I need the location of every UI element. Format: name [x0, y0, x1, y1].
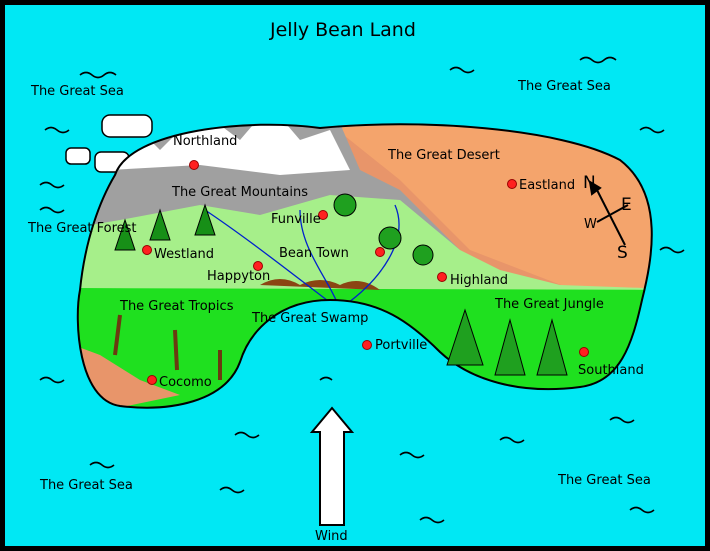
wind-arrow-icon [309, 406, 355, 526]
sea-label-se: The Great Sea [557, 473, 651, 488]
region-tropics: The Great Tropics [119, 299, 234, 314]
waves [39, 56, 685, 524]
trees [113, 193, 568, 380]
compass-w: W [584, 217, 597, 232]
town-markers [142, 160, 589, 385]
region-northland: Northland [173, 134, 237, 149]
compass-e: E [621, 195, 632, 215]
region-jungle: The Great Jungle [494, 297, 604, 312]
town-portville: Portville [375, 338, 427, 353]
sea-label-sw: The Great Sea [39, 478, 133, 493]
town-beantown: Bean Town [279, 246, 349, 261]
region-swamp: The Great Swamp [251, 311, 368, 326]
map-title: Jelly Bean Land [269, 19, 416, 41]
town-cocomo: Cocomo [159, 375, 212, 390]
sea-label-ne: The Great Sea [517, 79, 611, 94]
region-mountains: The Great Mountains [171, 185, 308, 200]
island-outline [76, 123, 653, 409]
compass-n: N [583, 173, 596, 193]
wind-label: Wind [315, 529, 348, 544]
town-eastland: Eastland [519, 178, 575, 193]
town-funville: Funville [271, 212, 321, 227]
compass-icon [588, 180, 629, 246]
town-southland: Southland [578, 363, 644, 378]
sea-label-nw: The Great Sea [30, 84, 124, 99]
town-westland: Westland [154, 247, 214, 262]
town-happyton: Happyton [207, 269, 270, 284]
compass-s: S [617, 243, 628, 263]
region-forest: The Great Forest [27, 221, 137, 236]
region-desert: The Great Desert [387, 148, 500, 163]
town-highland: Highland [450, 273, 508, 288]
